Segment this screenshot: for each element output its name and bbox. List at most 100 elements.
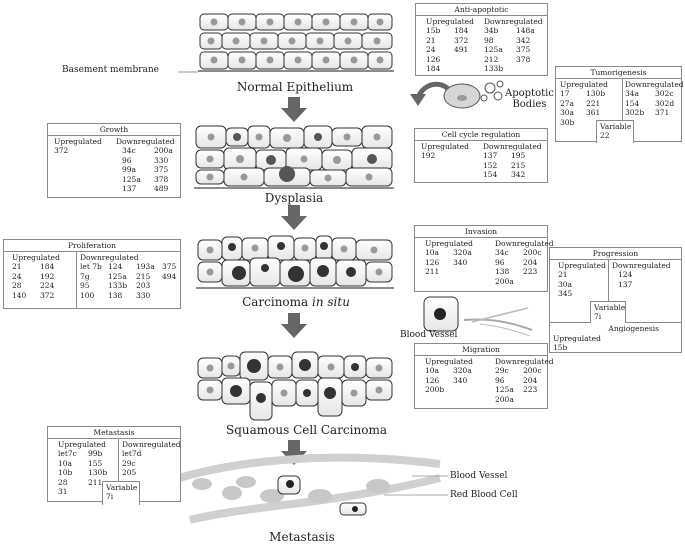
box-title: Migration [415,344,547,356]
mirna-item: 330 [136,290,151,300]
mirna-item: 7i [594,312,602,321]
mirna-item: 491 [454,45,469,55]
upregulated-label: Upregulated [553,334,601,343]
downregulated-label: Downregulated [484,17,543,26]
mirna-item: 193a [136,262,155,272]
mirna-item: 302d [655,98,675,108]
upregulated-label: Upregulated [58,440,106,449]
mirna-item: 95 [80,281,90,291]
mirna-item: 340 [453,257,468,267]
mirna-item: 130b [586,89,606,99]
mirna-item: 21 [426,35,436,45]
mirna-item: 372 [40,290,55,300]
mirna-item: 371 [655,108,670,118]
mirna-item: 34c [122,146,136,156]
dysplasia-nuclei [206,133,381,182]
stage-cis-italic: in situ [312,295,350,309]
mirna-item: 125a [122,174,141,184]
stage-normal-epithelium: Normal Epithelium [236,80,354,94]
mirna-item: 200a [154,146,173,156]
mirna-item: 138 [108,290,123,300]
upregulated-label: Upregulated [12,253,60,262]
mirna-item: 15b [553,343,568,353]
mirna-item: 96 [495,257,505,267]
mirna-item: 320a [453,366,472,376]
mirna-item: 375 [154,165,169,175]
mirna-item: 203 [136,281,151,291]
mirna-item: 215 [136,271,151,281]
mirna-item: 211 [88,477,103,487]
box-title: Cell cycle regulation [415,129,547,141]
mirna-item: 224 [40,281,55,291]
mirna-item: let 7b [80,262,102,272]
mirna-item: 140 [12,290,27,300]
mirna-item [523,395,545,404]
mirna-item: 99a [122,165,137,175]
growth-box: Growth Upregulated 372 Downregulated 34c… [47,123,181,198]
red-blood-cell-label: Red Blood Cell [450,490,518,500]
mirna-item: 212 [484,54,499,64]
stage-carcinoma-in-situ: Carcinoma in situ [236,295,356,309]
variable-group: Variable 7i [102,481,140,505]
box-title: Anti-apoptotic [416,4,547,16]
mirna-item: 372 [54,146,69,156]
mirna-item: 30a [560,108,575,118]
mirna-item: 489 [154,184,169,194]
mirna-item: 154 [483,170,498,180]
mirna-item: 342 [511,170,526,180]
box-title: Tumorigenesis [556,67,681,79]
mirna-item: 342 [516,35,531,45]
downregulated-label: Downregulated [495,357,554,366]
progression-arrows [281,97,307,465]
mirna-item: 10b [58,468,73,478]
mirna-item: 96 [495,375,505,385]
box-title: Metastasis [48,427,180,439]
upregulated-label: Upregulated [426,17,474,26]
mirna-item: 340 [453,375,468,385]
mirna-item: 215 [511,160,526,170]
mirna-item: 200b [425,385,445,395]
mirna-item: 10a [425,366,440,376]
box-title: Growth [48,124,180,136]
mirna-item: 302c [655,89,674,99]
mirna-item: 130b [88,468,108,478]
stage-cis-main: Carcinoma [242,295,312,309]
box-title: Proliferation [4,240,180,252]
upregulated-label: Upregulated [425,239,473,248]
mirna-item: 17 [560,89,570,99]
mirna-item [162,291,178,300]
stage-metastasis: Metastasis [269,530,335,544]
mirna-item: 345 [558,289,573,299]
mirna-item: 125a [108,271,127,281]
mirna-item: 375 [516,45,531,55]
mirna-item: 378 [516,54,531,64]
mirna-item: 137 [483,151,498,161]
mirna-item: 361 [586,108,601,118]
mirna-item: 223 [523,385,538,395]
mirna-item: 154 [625,98,640,108]
mirna-item: 192 [40,271,55,281]
mirna-item: 330 [154,155,169,165]
mirna-item: 372 [454,35,469,45]
downregulated-label: Downregulated [483,142,542,151]
mirna-item: 155 [88,458,103,468]
stage-squamous-cell-carcinoma: Squamous Cell Carcinoma [226,423,387,437]
mirna-item [453,385,475,394]
variable-label: Variable [106,483,138,492]
mirna-item: 10a [58,458,73,468]
mirna-item: 24 [426,45,436,55]
mirna-item: 29c [495,366,509,376]
mirna-item: 184 [426,64,441,74]
mirna-item: 124 [618,270,633,280]
mirna-item: 138 [495,267,510,277]
mirna-item: 21 [558,270,568,280]
mirna-item [162,281,178,290]
mirna-item: 7i [106,492,114,501]
mirna-item: 126 [425,257,440,267]
mirna-item: 125a [495,385,514,395]
mirna-item [454,64,476,73]
mirna-item: 100 [80,290,95,300]
mirna-item [516,64,538,73]
